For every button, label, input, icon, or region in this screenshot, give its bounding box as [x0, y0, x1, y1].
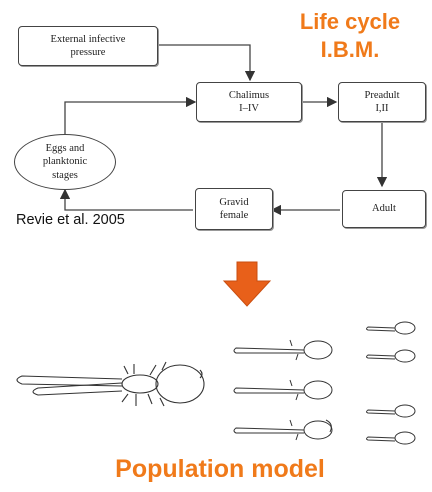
box-external-infective-pressure: External infective pressure	[18, 26, 158, 66]
box-chalimus-line-1: Chalimus	[228, 89, 270, 101]
box-gravid-female: Gravid female	[195, 188, 273, 230]
arrow-external-to-chalimus	[158, 44, 256, 82]
title-line-2: I.B.M.	[320, 37, 380, 62]
medium-louse-icon	[233, 379, 333, 401]
box-adult-label: Adult	[372, 203, 396, 215]
title-line-1: Life cycle	[299, 9, 401, 34]
large-louse-icon	[16, 361, 205, 407]
small-louse-icon	[366, 349, 416, 363]
box-gravid-line-2: female	[219, 210, 249, 221]
population-model-title: Population model	[115, 455, 325, 483]
box-preadult-line-1: Preadult	[364, 89, 400, 101]
box-preadult: Preadult I,II	[338, 82, 426, 122]
ellipse-eggs-line-2: planktonic	[42, 156, 88, 168]
ellipse-eggs-planktonic: Eggs and planktonic stages	[14, 134, 116, 190]
box-external-line-2: pressure	[70, 47, 106, 58]
medium-louse-icon	[233, 419, 333, 441]
box-preadult-line-2: I,II	[375, 103, 389, 114]
arrow-eggs-to-chalimus	[64, 96, 197, 135]
citation: Revie et al. 2005	[16, 212, 125, 228]
box-gravid-line-1: Gravid	[219, 196, 249, 208]
ellipse-eggs-line-1: Eggs and	[45, 143, 85, 155]
arrow-gravid-to-eggs	[59, 188, 193, 211]
box-external-line-1: External infective	[50, 33, 126, 45]
life-cycle-title: Life cycle I.B.M.	[270, 8, 430, 64]
small-louse-icon	[366, 321, 416, 335]
small-louse-icon	[366, 431, 416, 445]
medium-louse-icon	[233, 339, 333, 361]
box-adult: Adult	[342, 190, 426, 228]
box-chalimus: Chalimus I–IV	[196, 82, 302, 122]
small-louse-icon	[366, 404, 416, 418]
box-chalimus-line-2: I–IV	[239, 103, 259, 114]
ellipse-eggs-line-3: stages	[52, 169, 78, 181]
